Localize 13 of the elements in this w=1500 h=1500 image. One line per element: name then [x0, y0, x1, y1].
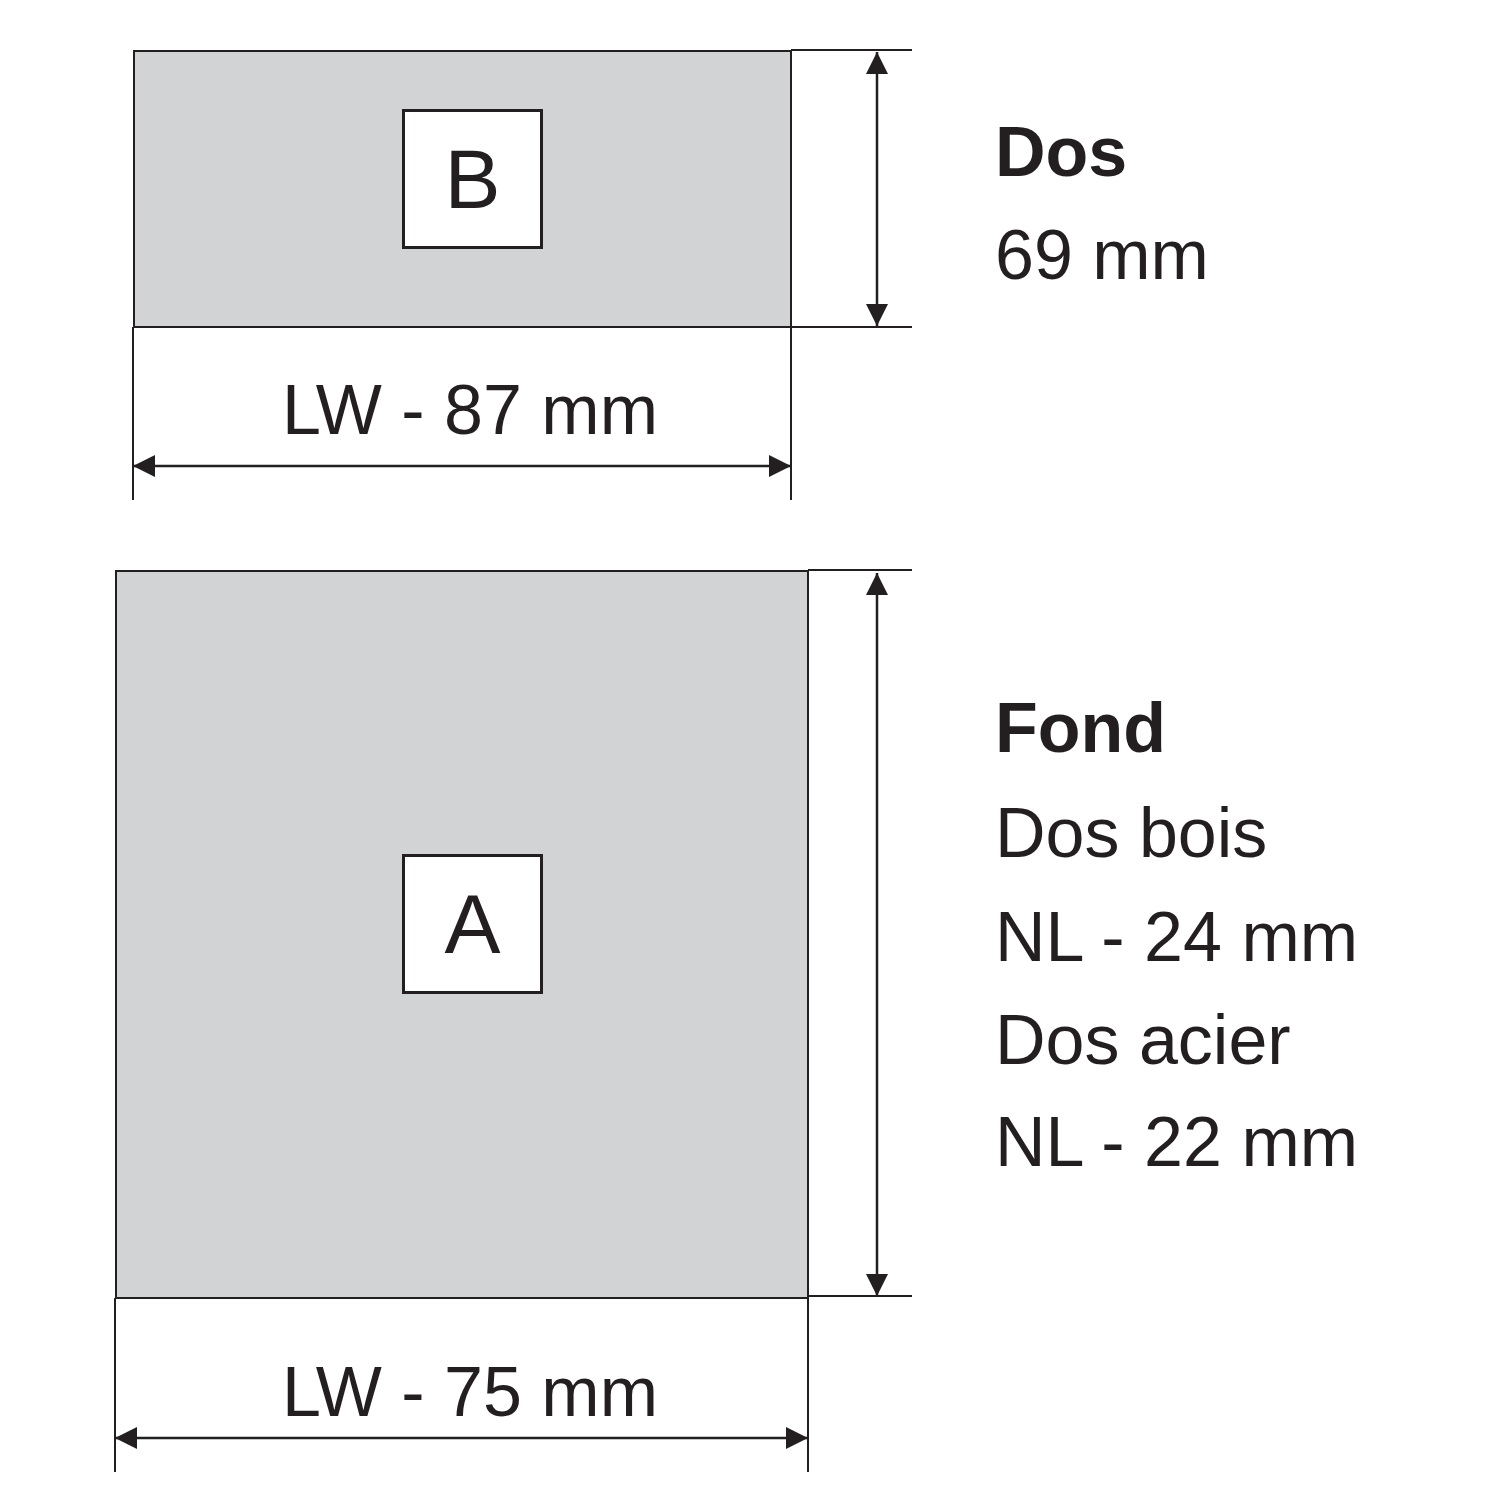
- dimension-label: Dos bois: [995, 798, 1268, 868]
- section-heading: Fond: [995, 693, 1167, 763]
- part-panel: [133, 50, 792, 328]
- part-letter-box: B: [402, 109, 543, 249]
- dimension-label: NL - 22 mm: [995, 1107, 1359, 1177]
- dimension-label: 69 mm: [995, 220, 1209, 290]
- dimension-label: NL - 24 mm: [995, 902, 1359, 972]
- part-letter-box: A: [402, 854, 543, 994]
- section-heading: Dos: [995, 117, 1128, 187]
- part-panel: [115, 570, 809, 1299]
- dimension-label: Dos acier: [995, 1005, 1291, 1075]
- dimension-label: LW - 87 mm: [282, 375, 658, 445]
- dimension-label: LW - 75 mm: [282, 1357, 658, 1427]
